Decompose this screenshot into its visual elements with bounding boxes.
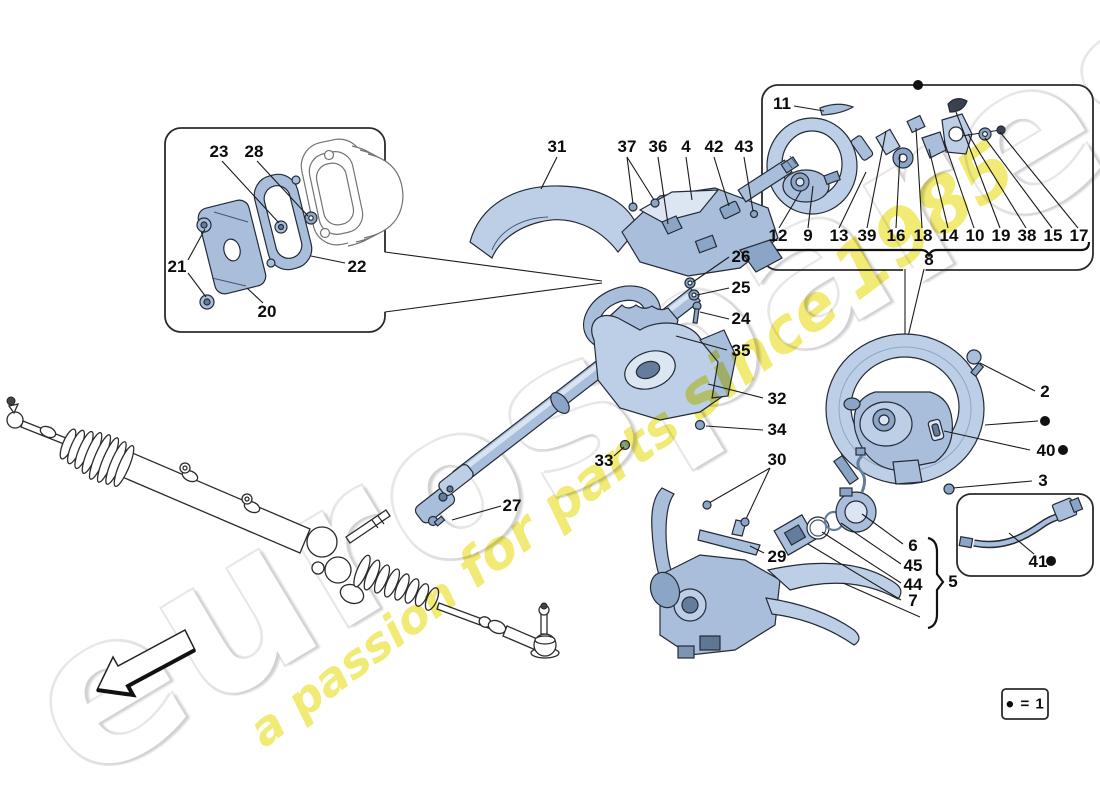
callout-26: 26 — [731, 247, 751, 266]
quantity-dot — [1046, 556, 1056, 566]
cover-leaders — [187, 160, 346, 304]
callout-10: 10 — [965, 226, 985, 245]
switch-leaders — [749, 513, 945, 630]
legend-box — [1001, 688, 1049, 720]
callout-2: 2 — [1040, 382, 1050, 401]
steering-wheel-drawing — [825, 333, 985, 495]
wheel-leaders — [943, 362, 1068, 489]
cover-nuts-drawing — [196, 211, 318, 310]
callout-5: 5 — [948, 572, 958, 591]
callout-11: 11 — [773, 94, 791, 113]
callout-14: 14 — [939, 226, 959, 245]
wheel-box-leaders — [778, 105, 1079, 229]
wheel-exploded-drawing — [766, 98, 1006, 215]
quantity-dot — [1040, 416, 1050, 426]
quantity-dot — [1058, 445, 1068, 455]
switch-assembly-drawing — [649, 447, 902, 659]
callout-4: 4 — [681, 137, 691, 156]
callout-38: 38 — [1017, 226, 1037, 245]
callout-22: 22 — [347, 257, 367, 276]
callout-39: 39 — [857, 226, 877, 245]
callout-15: 15 — [1043, 226, 1063, 245]
callout-45: 45 — [903, 556, 923, 575]
callout-23: 23 — [209, 142, 229, 161]
callout-3: 3 — [1038, 471, 1048, 490]
callout-6: 6 — [908, 536, 918, 555]
callout-7: 7 — [908, 591, 918, 610]
callout-16: 16 — [886, 226, 906, 245]
callout-21: 21 — [167, 257, 187, 276]
column-leaders — [451, 156, 771, 521]
cable-drawing — [958, 497, 1084, 566]
callout-24: 24 — [731, 309, 751, 328]
steering-rack-drawing — [6, 396, 560, 659]
callout-44: 44 — [903, 575, 923, 594]
callout-36: 36 — [648, 137, 668, 156]
callout-33: 33 — [594, 451, 614, 470]
callout-28: 28 — [244, 142, 264, 161]
steering-column-drawing — [414, 155, 800, 527]
callout-29: 29 — [767, 547, 787, 566]
callout-34: 34 — [767, 420, 787, 439]
callout-42: 42 — [704, 137, 724, 156]
callout-19: 19 — [991, 226, 1011, 245]
legend-text: ● = 1 — [1005, 695, 1045, 713]
callout-8: 8 — [924, 250, 934, 269]
callout-9: 9 — [803, 226, 813, 245]
callout-25: 25 — [731, 278, 751, 297]
cover-plate-drawing — [197, 199, 267, 295]
callout-31: 31 — [547, 137, 567, 156]
quantity-dot — [913, 80, 923, 90]
callout-37: 37 — [617, 137, 637, 156]
callout-20: 20 — [257, 302, 277, 321]
parts-box-cable — [956, 493, 1094, 577]
callout-41: 41 — [1028, 552, 1048, 571]
callout-17: 17 — [1069, 226, 1089, 245]
callout-43: 43 — [734, 137, 754, 156]
column-housing-drawing — [300, 138, 404, 247]
direction-arrow — [95, 628, 196, 698]
callout-18: 18 — [913, 226, 933, 245]
callout-13: 13 — [829, 226, 849, 245]
callout-12: 12 — [768, 226, 788, 245]
callout-35: 35 — [731, 341, 751, 360]
callout-27: 27 — [502, 496, 522, 515]
callout-40: 40 — [1036, 441, 1056, 460]
callout-32: 32 — [767, 389, 787, 408]
callout-30: 30 — [767, 450, 787, 469]
